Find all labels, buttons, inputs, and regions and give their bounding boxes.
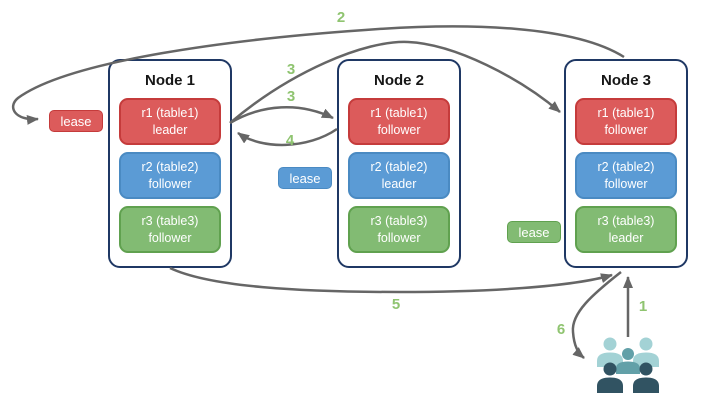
node-3-title: Node 3	[600, 72, 651, 89]
lease-badge-green: lease	[507, 221, 561, 243]
arrow-label-3b: 3	[287, 88, 295, 105]
node-1-replica-r3: r3 (table3) follower	[119, 206, 221, 253]
node-1-replica-r2: r2 (table2) follower	[119, 152, 221, 199]
replica-label: r2 (table2)	[597, 160, 655, 175]
replica-label: r1 (table1)	[370, 106, 428, 121]
arrow-label-5: 5	[392, 296, 400, 313]
arrow-label-6: 6	[557, 321, 565, 338]
arrow-5-node1-to-node3	[169, 266, 613, 294]
node-3-replica-r1: r1 (table1) follower	[575, 98, 677, 145]
node-2-title: Node 2	[373, 72, 424, 89]
replica-label: r1 (table1)	[597, 106, 655, 121]
replica-role: follower	[377, 122, 421, 137]
arrow-label-2: 2	[337, 9, 345, 26]
node-2-replica-r2: r2 (table2) leader	[348, 152, 450, 199]
node-2-replica-r1: r1 (table1) follower	[348, 98, 450, 145]
arrow-label-3a: 3	[287, 61, 295, 78]
lease-badge-red: lease	[49, 110, 103, 132]
node-2: Node 2 r1 (table1) follower r2 (table2) …	[337, 59, 461, 268]
replica-role: follower	[148, 230, 192, 245]
replica-role: leader	[381, 176, 417, 191]
replica-label: r3 (table3)	[370, 214, 428, 229]
arrow-label-4: 4	[286, 132, 295, 149]
replica-role: follower	[604, 122, 648, 137]
replica-role: follower	[148, 176, 192, 191]
replica-role: leader	[152, 122, 188, 137]
node-2-replica-r3: r3 (table3) follower	[348, 206, 450, 253]
node-3-replica-r2: r2 (table2) follower	[575, 152, 677, 199]
users-icon	[594, 333, 662, 395]
replica-label: r2 (table2)	[141, 160, 199, 175]
node-3: Node 3 r1 (table1) follower r2 (table2) …	[564, 59, 688, 268]
lease-badge-blue: lease	[278, 167, 332, 189]
replica-role: follower	[604, 176, 648, 191]
replica-role: follower	[377, 230, 421, 245]
node-3-replica-r3: r3 (table3) leader	[575, 206, 677, 253]
replica-label: r3 (table3)	[597, 214, 655, 229]
replica-label: r1 (table1)	[141, 106, 199, 121]
arrow-label-1: 1	[639, 298, 647, 315]
node-1: Node 1 r1 (table1) leader r2 (table2) fo…	[108, 59, 232, 268]
replica-label: r2 (table2)	[370, 160, 428, 175]
replica-role: leader	[608, 230, 644, 245]
arrow-3-node1-to-node2	[229, 105, 334, 125]
node-1-replica-r1: r1 (table1) leader	[119, 98, 221, 145]
arrow-4-node2-to-node1	[237, 127, 338, 147]
node-1-title: Node 1	[144, 72, 195, 89]
replica-label: r3 (table3)	[141, 214, 199, 229]
arrow-2-node3-to-lease	[12, 25, 625, 125]
